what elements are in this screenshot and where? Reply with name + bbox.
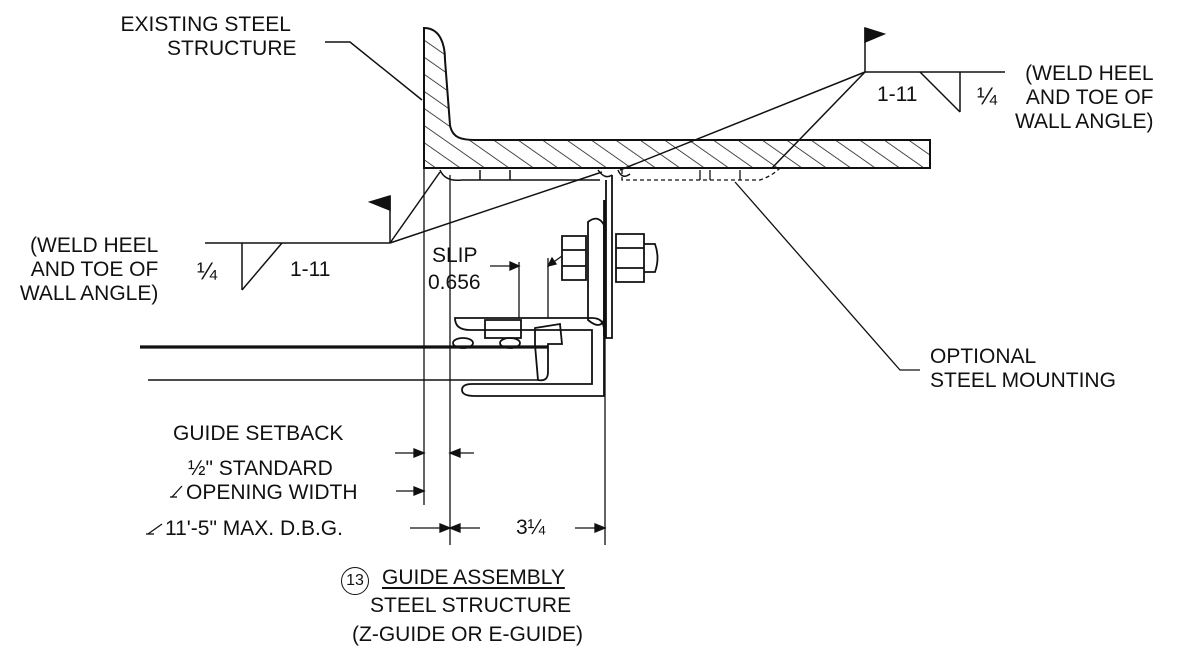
weld-symbol-left <box>205 172 602 290</box>
dimension-3-1-4: 3¼ <box>516 516 546 539</box>
guide-setback-label: GUIDE SETBACK <box>173 422 344 445</box>
slip-value: 0.656 <box>428 271 481 294</box>
reference-lines <box>424 168 605 545</box>
optional-mounting-plate <box>622 168 780 180</box>
weld-beads <box>440 170 630 180</box>
guide-setback-dimension <box>395 449 474 457</box>
centerline-marks <box>146 486 182 534</box>
detail-number-badge: 13 <box>341 567 369 595</box>
half-standard-label: ½" STANDARD <box>188 457 333 480</box>
existing-structure-line1: EXISTING STEEL <box>120 13 291 36</box>
opening-width-label: OPENING WIDTH <box>186 481 358 504</box>
weld-leg-left: ¼ <box>197 258 218 285</box>
weld-note-left: (WELD HEEL AND TOE OF WALL ANGLE) <box>18 234 159 306</box>
curtain <box>140 347 548 380</box>
existing-steel-angle <box>424 28 930 168</box>
existing-structure-line2: STRUCTURE <box>167 37 297 60</box>
caption-title: GUIDE ASSEMBLY <box>382 566 565 589</box>
optional-mounting-leader <box>735 182 920 370</box>
weld-note-left-line1: (WELD HEEL <box>30 234 159 257</box>
guide-assembly <box>453 175 658 396</box>
weld-leg-right: ¼ <box>977 83 998 110</box>
caption-line2: STEEL STRUCTURE <box>370 594 572 617</box>
opening-width-dimension <box>396 487 424 495</box>
slip-label: SLIP <box>432 244 478 267</box>
weld-size-right: 1-11 <box>877 83 918 106</box>
weld-note-right-line3: WALL ANGLE) <box>1015 110 1154 133</box>
max-dbg-label: 11'-5" MAX. D.B.G. <box>165 517 343 540</box>
weld-note-left-line3: WALL ANGLE) <box>19 282 159 305</box>
caption-line3: (Z-GUIDE OR E-GUIDE) <box>352 623 583 646</box>
slip-dimension <box>490 256 562 318</box>
weld-note-right: (WELD HEEL AND TOE OF WALL ANGLE) <box>1015 62 1154 134</box>
existing-structure-label: EXISTING STEEL STRUCTURE <box>115 13 297 61</box>
structure-leader <box>325 42 422 100</box>
optional-mounting-line2: STEEL MOUNTING <box>930 369 1116 392</box>
weld-note-right-line1: (WELD HEEL <box>1025 62 1154 85</box>
weld-note-right-line2: AND TOE OF <box>1025 86 1154 109</box>
optional-mounting-label: OPTIONAL STEEL MOUNTING <box>930 345 1116 393</box>
max-dbg-dimension <box>410 524 605 532</box>
weld-note-left-line2: AND TOE OF <box>30 258 159 281</box>
optional-mounting-line1: OPTIONAL <box>930 345 1037 368</box>
weld-size-left: 1-11 <box>290 258 331 281</box>
weld-symbol-right <box>620 28 1005 170</box>
